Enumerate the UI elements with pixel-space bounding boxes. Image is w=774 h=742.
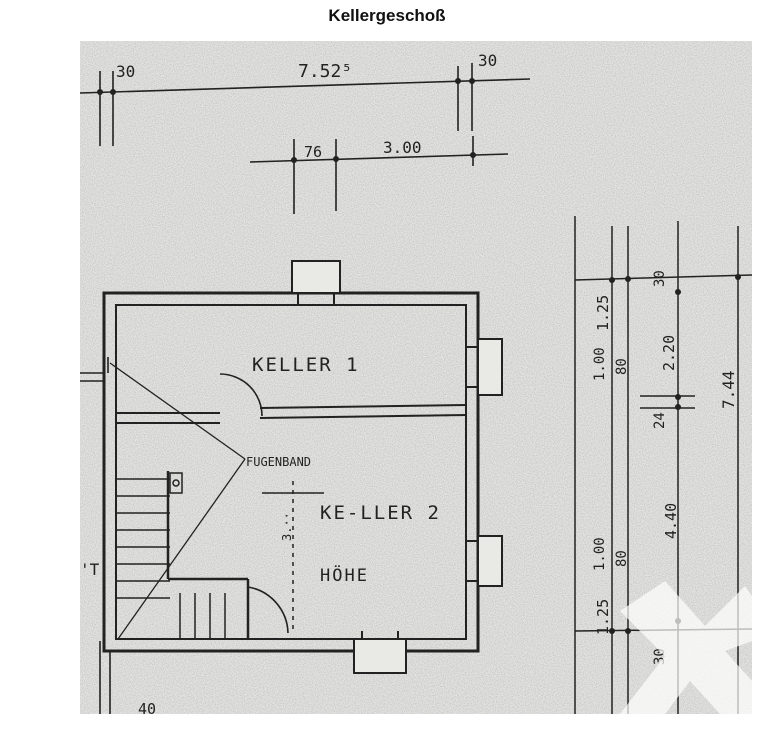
staircase	[116, 471, 250, 639]
edge-fragment-left: 'T	[80, 560, 100, 579]
dim-inner-offset: 76	[304, 143, 322, 161]
edge-fragment-bottom: 40	[138, 700, 156, 714]
dim-side-sill-bottom: 1.25	[594, 599, 612, 635]
window-top	[291, 260, 341, 305]
dimension-dot	[675, 404, 681, 410]
dim-side-room1-depth: 2.20	[660, 335, 678, 371]
dim-side-gap-bottom: 80	[614, 550, 630, 567]
side-dimension-labels: 30 1.25 1.00 80 2.20 24 7.44 4.40 1.00 8…	[592, 270, 738, 665]
window-bottom	[353, 631, 407, 674]
dim-side-window-top: 1.00	[592, 347, 608, 381]
top-dimension-line	[80, 63, 531, 146]
page-title: Kellergeschoß	[328, 6, 446, 25]
room-label-keller1: KELLER 1	[252, 354, 360, 376]
dim-inner-width: 3.00	[383, 138, 422, 157]
dimension-dot	[735, 274, 741, 280]
door-swing-keller2	[247, 586, 289, 634]
dimension-dot	[455, 78, 461, 84]
dimension-dot	[470, 152, 476, 158]
dimension-dot	[625, 628, 631, 634]
dimension-dot	[291, 157, 297, 163]
dim-side-gap-top: 80	[614, 358, 630, 375]
dimension-dot	[609, 628, 615, 634]
fugenband-lines	[109, 362, 246, 640]
dim-top-left-wall: 30	[116, 62, 135, 81]
dim-side-sill-top: 1.25	[594, 295, 612, 331]
floor-plan-drawing: 30 7.52⁵ 30 76 3.00	[80, 41, 752, 714]
x-mark-logo-icon	[620, 581, 752, 714]
dim-side-room2-depth: 4.40	[662, 503, 680, 539]
fugenband-label: FUGENBAND	[246, 455, 311, 469]
dimension-dot	[333, 156, 339, 162]
dim-side-total-depth: 7.44	[719, 370, 738, 409]
dim-top-total: 7.52⁵	[298, 61, 352, 82]
dim-top-right-wall: 30	[478, 51, 497, 70]
dimension-dot	[469, 78, 475, 84]
height-marker	[262, 481, 324, 631]
dim-side-divider: 24	[652, 412, 668, 429]
room-height-label: HÖHE	[320, 564, 369, 586]
window-right-lower	[466, 535, 503, 587]
left-edge-marks	[80, 357, 111, 714]
dimension-dot	[609, 277, 615, 283]
dim-side-wall-top: 30	[652, 270, 668, 287]
dim-side-window-bottom: 1.00	[592, 537, 608, 571]
dimension-dot	[675, 394, 681, 400]
dimension-dot	[675, 289, 681, 295]
dim-height-mark: 3.··	[280, 512, 294, 541]
dimension-dot	[625, 276, 631, 282]
floor-plan: 30 7.52⁵ 30 76 3.00	[80, 41, 752, 714]
room-label-keller2: KE-LLER 2	[320, 502, 441, 524]
door-swing-keller1	[219, 373, 263, 417]
dimension-dot	[97, 89, 103, 95]
dimension-dot	[110, 89, 116, 95]
window-right-upper	[466, 338, 503, 396]
